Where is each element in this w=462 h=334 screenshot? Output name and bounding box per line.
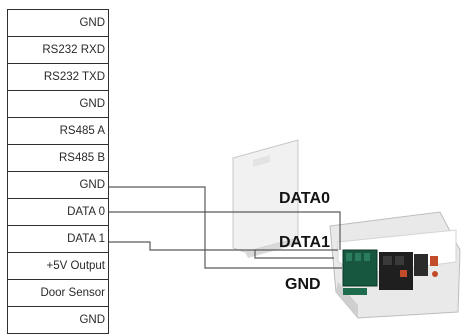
- reader-module: [232, 139, 299, 258]
- data1-wire-branch: [254, 250, 334, 259]
- data1-wire: [109, 241, 338, 251]
- pin-label: RS232 RXD: [7, 36, 109, 64]
- pin-label: GND: [7, 9, 109, 37]
- pin-label: +5V Output: [7, 252, 109, 280]
- wires: [109, 186, 342, 269]
- table-row: RS485 A: [7, 117, 109, 145]
- pin-label: Door Sensor: [7, 279, 109, 307]
- terminal-pin-table: GND RS232 RXD RS232 TXD GND RS485 A RS48…: [7, 9, 109, 334]
- table-row: DATA 1: [7, 225, 109, 253]
- data1-wire-label: DATA1: [279, 234, 330, 251]
- table-row: RS232 RXD: [7, 36, 109, 64]
- pin-label: RS485 A: [7, 117, 109, 145]
- table-row: GND: [7, 9, 109, 37]
- table-row: GND: [7, 90, 109, 118]
- pin-label: DATA 1: [7, 225, 109, 253]
- table-row: +5V Output: [7, 252, 109, 280]
- table-row: DATA 0: [7, 198, 109, 226]
- data0-wire: [109, 211, 341, 250]
- table-row: Door Sensor: [7, 279, 109, 307]
- table-row: RS485 B: [7, 144, 109, 172]
- pin-label: RS485 B: [7, 144, 109, 172]
- table-row: GND: [7, 171, 109, 199]
- pin-label: DATA 0: [7, 198, 109, 226]
- controller-box: [329, 211, 461, 319]
- gnd-wire-label: GND: [285, 276, 321, 293]
- pin-label: GND: [7, 171, 109, 199]
- data0-wire-label: DATA0: [279, 190, 330, 207]
- gnd-wire: [109, 186, 342, 269]
- pin-label: GND: [7, 90, 109, 118]
